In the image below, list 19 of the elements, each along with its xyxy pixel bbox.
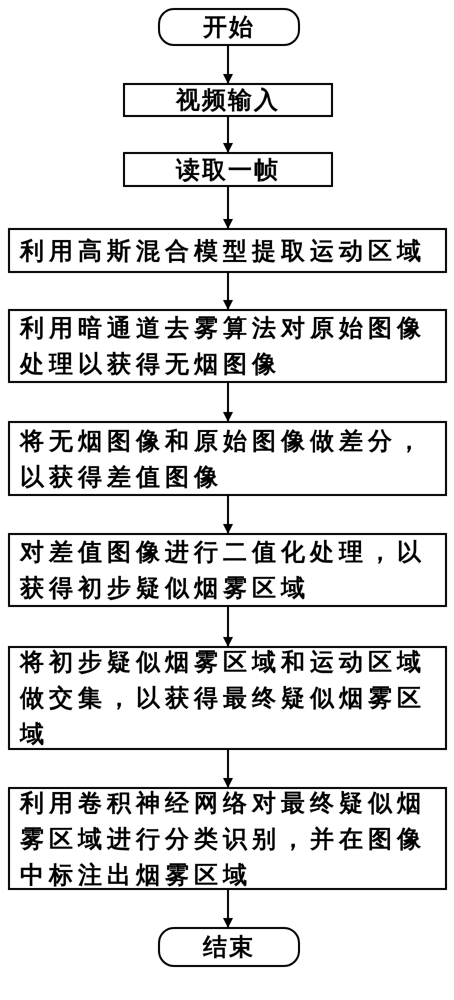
- process-box: 利用卷积神经网络对最终疑似烟雾区域进行分类识别，并在图像中标注出烟雾区域: [8, 787, 447, 890]
- process-box: 利用高斯混合模型提取运动区域: [8, 228, 447, 273]
- arrow: [223, 750, 233, 788]
- terminal-box: 结束: [158, 927, 300, 967]
- arrow: [223, 46, 233, 84]
- process-box: 将无烟图像和原始图像做差分，以获得差值图像: [8, 421, 447, 496]
- process-box: 将初步疑似烟雾区域和运动区域做交集，以获得最终疑似烟雾区域: [8, 646, 447, 750]
- arrow: [223, 187, 233, 229]
- process-box: 利用暗通道去雾算法对原始图像处理以获得无烟图像: [8, 309, 447, 383]
- process-box: 视频输入: [123, 83, 333, 117]
- arrow: [223, 117, 233, 153]
- process-box: 读取一帧: [123, 152, 333, 187]
- arrow: [223, 496, 233, 534]
- terminal-box: 开始: [158, 8, 300, 46]
- arrow: [223, 273, 233, 310]
- arrow: [223, 383, 233, 422]
- arrow: [223, 607, 233, 647]
- process-box: 对差值图像进行二值化处理，以获得初步疑似烟雾区域: [8, 533, 447, 607]
- arrow: [223, 890, 233, 928]
